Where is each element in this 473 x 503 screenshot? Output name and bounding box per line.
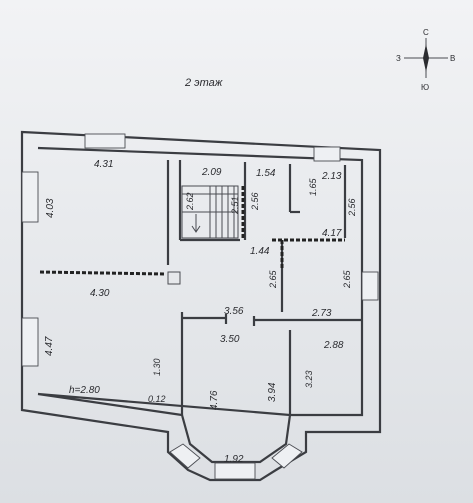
compass-north-label: С bbox=[423, 28, 429, 37]
outer-walls bbox=[20, 130, 382, 482]
window-right bbox=[361, 271, 379, 301]
compass-east-label: В bbox=[450, 54, 455, 63]
compass-needle bbox=[423, 44, 429, 72]
window-left-lower bbox=[21, 317, 39, 367]
dim-label: 1.54 bbox=[256, 168, 276, 179]
dim-label: 4.47 bbox=[44, 336, 55, 356]
dim-label: 1.92 bbox=[224, 454, 244, 465]
dim-label: h=2.80 bbox=[69, 385, 100, 396]
window-top-right bbox=[313, 146, 341, 162]
compass-south-label: Ю bbox=[421, 83, 429, 92]
dim-label: 2.62 bbox=[185, 192, 195, 211]
compass-rose: С З В Ю bbox=[396, 28, 455, 92]
dim-label: 2.88 bbox=[323, 340, 344, 351]
dim-label: 3.23 bbox=[304, 370, 314, 388]
dim-label: 4.03 bbox=[45, 198, 56, 218]
window-left-upper bbox=[21, 171, 39, 223]
dim-label: 2.13 bbox=[321, 171, 342, 182]
dim-label: 3.56 bbox=[224, 306, 244, 317]
partition-walls bbox=[39, 186, 345, 276]
dim-label: 4.31 bbox=[94, 159, 113, 170]
window-bay-front bbox=[214, 462, 256, 480]
dim-label: 1.30 bbox=[152, 358, 162, 376]
dim-label: 4.76 bbox=[209, 390, 220, 410]
windows bbox=[21, 133, 379, 480]
dim-label: 2.09 bbox=[201, 167, 222, 178]
dim-label: 2.73 bbox=[311, 308, 332, 319]
compass-west-label: З bbox=[396, 54, 401, 63]
dimension-labels: 4.31 4.03 4.30 4.47 h=2.80 1.30 0.12 2.0… bbox=[44, 159, 357, 465]
dim-label: 3.94 bbox=[267, 382, 278, 402]
dim-label: 2.56 bbox=[347, 198, 357, 217]
window-bay-right bbox=[271, 443, 303, 469]
dim-label: 2.56 bbox=[250, 192, 260, 211]
dim-label: 3.50 bbox=[220, 334, 240, 345]
dim-label: 4.17 bbox=[322, 228, 342, 239]
dim-label: 1.44 bbox=[250, 246, 270, 257]
dim-label: 4.30 bbox=[90, 288, 110, 299]
dim-label: 0.12 bbox=[148, 394, 166, 404]
dim-label: 2.65 bbox=[268, 269, 278, 289]
window-top-left bbox=[84, 133, 126, 149]
staircase bbox=[181, 185, 239, 239]
dim-label: 2.51 bbox=[230, 196, 240, 215]
floor-title: 2 этаж bbox=[184, 77, 223, 89]
dim-label: 2.65 bbox=[342, 269, 352, 289]
window-bay-left bbox=[169, 443, 201, 469]
interior-walls bbox=[166, 160, 362, 415]
dim-label: 1.65 bbox=[308, 177, 318, 196]
